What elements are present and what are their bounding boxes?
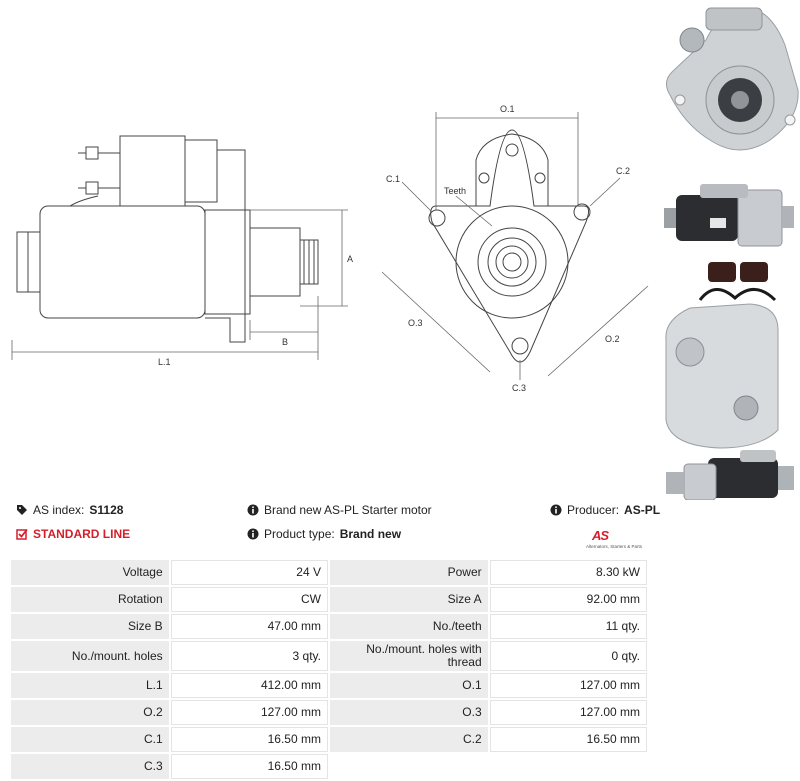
info-icon <box>550 504 562 516</box>
info-icon <box>247 504 259 516</box>
product-photos <box>660 0 800 501</box>
spec-value: 412.00 mm <box>170 673 328 698</box>
producer-value: AS-PL <box>624 503 661 517</box>
spec-value: 3 qty. <box>170 641 328 671</box>
product-info: AS index: S1128 STANDARD LINE Brand new … <box>14 503 660 555</box>
spec-label: Size A <box>329 587 488 612</box>
product-type: Product type: Brand new <box>247 527 401 541</box>
label-a: A <box>347 254 353 264</box>
spec-label: C.1 <box>11 727 169 752</box>
spec-label: O.3 <box>329 700 488 725</box>
info-icon <box>247 528 259 540</box>
photo-rear[interactable] <box>665 262 779 449</box>
spec-value: 16.50 mm <box>170 727 328 752</box>
label-teeth: Teeth <box>444 186 466 196</box>
spec-value: 16.50 mm <box>170 754 328 779</box>
standard-line: STANDARD LINE <box>16 527 130 541</box>
brand-text: Brand new AS-PL Starter motor <box>264 503 432 517</box>
spec-label: Voltage <box>11 560 169 585</box>
spec-value: 92.00 mm <box>489 587 647 612</box>
label-b: B <box>282 337 288 347</box>
standard-line-label: STANDARD LINE <box>33 527 131 541</box>
spec-label: Rotation <box>11 587 169 612</box>
spec-value <box>489 754 647 779</box>
spec-label: No./teeth <box>329 614 488 639</box>
label-o2: O.2 <box>605 334 620 344</box>
as-index-value: S1128 <box>89 503 124 517</box>
spec-value: 24 V <box>170 560 328 585</box>
spec-value: 8.30 kW <box>489 560 647 585</box>
spec-label: C.3 <box>11 754 169 779</box>
photo-angle[interactable] <box>666 450 794 501</box>
spec-label: Size B <box>11 614 169 639</box>
side-view-drawing <box>16 135 319 343</box>
tag-icon <box>17 505 27 515</box>
as-index-label: AS index: <box>33 503 85 517</box>
spec-label: O.2 <box>11 700 169 725</box>
logo-tagline: Alternators, Starters & Parts <box>586 544 643 549</box>
photo-front[interactable] <box>666 7 799 151</box>
producer-label: Producer: <box>567 503 620 517</box>
spec-label: No./mount. holes with thread <box>329 641 488 671</box>
spec-value: 127.00 mm <box>170 700 328 725</box>
logo-text: AS <box>592 528 609 543</box>
product-type-value: Brand new <box>339 527 402 541</box>
as-pl-logo: AS Alternators, Starters & Parts <box>586 528 650 554</box>
spec-label: C.2 <box>329 727 488 752</box>
spec-label <box>329 754 488 779</box>
label-l1: L.1 <box>158 357 171 367</box>
photo-side[interactable] <box>664 184 794 247</box>
spec-label: No./mount. holes <box>11 641 169 671</box>
technical-drawings: L.1 B A O.1 C.1 C.2 Teeth O.3 O.2 C.3 <box>0 0 660 440</box>
spec-value: 11 qty. <box>489 614 647 639</box>
spec-value: 0 qty. <box>489 641 647 671</box>
spec-label: O.1 <box>329 673 488 698</box>
spec-value: 127.00 mm <box>489 673 647 698</box>
spec-value: 47.00 mm <box>170 614 328 639</box>
spec-value: 16.50 mm <box>489 727 647 752</box>
label-c1: C.1 <box>386 174 400 184</box>
producer: Producer: AS-PL <box>550 503 660 517</box>
spec-label: Power <box>329 560 488 585</box>
label-o3: O.3 <box>408 318 423 328</box>
checkbox-checked-icon <box>16 528 28 540</box>
label-c2: C.2 <box>616 166 630 176</box>
spec-label: L.1 <box>11 673 169 698</box>
product-type-label: Product type: <box>264 527 335 541</box>
spec-value: CW <box>170 587 328 612</box>
label-o1: O.1 <box>500 104 515 114</box>
spec-value: 127.00 mm <box>489 700 647 725</box>
label-c3: C.3 <box>512 383 526 393</box>
as-index: AS index: S1128 <box>16 503 123 517</box>
brand-info: Brand new AS-PL Starter motor <box>247 503 432 517</box>
front-view-drawing <box>428 129 591 363</box>
